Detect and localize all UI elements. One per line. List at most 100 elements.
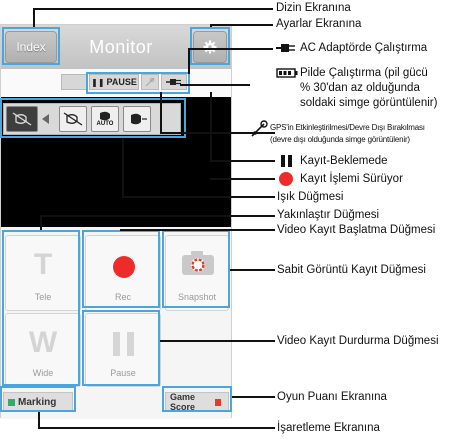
- callout-recording: Kayıt İşlemi Sürüyor: [300, 173, 403, 185]
- leader-line: [120, 229, 275, 231]
- pause-callout-frame: [82, 310, 160, 386]
- leader-line: [120, 230, 122, 231]
- leader-line: [40, 215, 275, 217]
- callout-settings-screen: Ayarlar Ekranına: [276, 18, 362, 30]
- light-auto-icon: [100, 111, 110, 120]
- game-score-callout-frame: [162, 386, 232, 412]
- pause-icon: ❚❚: [91, 77, 105, 87]
- callout-gps-line2: (devre dışı olduğunda simge görüntülenir…: [270, 135, 410, 144]
- recording-status-indicator: ❚❚ PAUSE: [89, 74, 139, 90]
- gps-indicator: [141, 74, 159, 90]
- pause-status-label: PAUSE: [106, 77, 137, 87]
- game-score-button[interactable]: Game Score: [165, 392, 229, 412]
- camera-icon: [182, 251, 214, 275]
- light-on-icon: [131, 113, 147, 125]
- title-bar: Index Monitor: [1, 25, 231, 69]
- leader-line: [232, 396, 275, 398]
- status-spacer: [61, 74, 87, 90]
- pause-button[interactable]: Pause: [85, 313, 161, 387]
- index-button-label: Index: [16, 40, 46, 54]
- callout-marking-screen: İşaretleme Ekranına: [277, 422, 380, 434]
- leader-line: [210, 24, 212, 27]
- snapshot-label: Snapshot: [177, 292, 217, 302]
- leader-line: [38, 412, 40, 428]
- marking-color-icon: [8, 398, 15, 406]
- callout-ac-adapter: AC Adaptörde Çalıştırma: [300, 42, 428, 54]
- monitor-screen: Index Monitor ❚❚ PAUSE: [0, 24, 232, 419]
- callout-rec-standby: Kayıt-Beklemede: [300, 155, 388, 167]
- record-button[interactable]: Rec: [85, 235, 161, 311]
- light-on-option[interactable]: [123, 106, 151, 132]
- page-title: Monitor: [89, 37, 153, 57]
- battery-icon: [276, 68, 298, 78]
- zoom-callout-frame: [2, 230, 80, 386]
- wide-label: Wide: [32, 368, 54, 378]
- control-panel: T Tele W Wide Rec Pause Snapshot: [1, 227, 231, 389]
- light-off-option[interactable]: [59, 106, 87, 132]
- leader-line: [160, 132, 275, 134]
- callout-video-stop: Video Kayıt Durdurma Düğmesi: [277, 335, 439, 347]
- callout-battery-line2: % 30'dan az olduğunda: [300, 82, 420, 94]
- bottom-bar: Marking Game Score: [1, 389, 231, 419]
- callout-index-screen: Dizin Ekranına: [276, 2, 351, 14]
- rec-label: Rec: [114, 292, 131, 302]
- callout-game-score-screen: Oyun Puanı Ekranına: [277, 391, 387, 403]
- ac-adapter-icon: [166, 79, 181, 85]
- ac-adapter-icon: [276, 44, 295, 52]
- marking-callout-frame: [0, 386, 76, 412]
- settings-button[interactable]: [193, 31, 227, 63]
- leader-line: [180, 84, 250, 86]
- leader-line: [122, 196, 275, 198]
- index-button[interactable]: Index: [5, 31, 57, 63]
- record-icon: [279, 172, 293, 186]
- index-callout-frame: [2, 27, 60, 65]
- leader-line: [210, 160, 275, 162]
- leader-line: [210, 178, 275, 180]
- gear-icon: [203, 40, 217, 54]
- settings-callout-frame: [190, 27, 230, 65]
- pause-icon: [281, 155, 293, 167]
- leader-line: [122, 138, 124, 196]
- leader-line: [210, 24, 273, 26]
- gps-icon: [251, 120, 268, 137]
- gps-disabled-icon: [145, 77, 155, 87]
- light-menu-pointer: [42, 114, 49, 124]
- record-icon: [113, 256, 135, 278]
- light-toggle-button[interactable]: [6, 106, 38, 132]
- callout-video-start: Video Kayıt Başlatma Düğmesi: [277, 224, 436, 236]
- callout-battery-line1: Pilde Çalıştırma (pil gücü: [300, 67, 428, 79]
- callout-gps-line1: GPS'in Etkinleştirilmesi/Devre Dışı Bıra…: [270, 123, 425, 132]
- camera-preview: AUTO: [1, 97, 231, 227]
- snapshot-button[interactable]: Snapshot: [165, 235, 229, 311]
- pause-label: Pause: [110, 368, 136, 378]
- light-off-icon: [12, 112, 32, 126]
- zoom-wide-button[interactable]: W Wide: [5, 313, 81, 387]
- callout-zoom-button: Yakınlaştır Düğmesi: [277, 209, 380, 221]
- callout-battery-line3: soldaki simge görüntülenir): [300, 97, 438, 109]
- leader-line: [33, 8, 35, 27]
- light-callout-frame: [0, 98, 186, 138]
- wide-glyph: W: [28, 326, 58, 359]
- leader-line: [33, 8, 273, 10]
- light-auto-option[interactable]: AUTO: [91, 106, 119, 132]
- marking-label: Marking: [18, 396, 57, 408]
- zoom-tele-button[interactable]: T Tele: [5, 235, 81, 311]
- leader-line: [160, 92, 162, 132]
- power-indicator: [161, 74, 187, 90]
- auto-label: AUTO: [96, 120, 114, 127]
- game-score-label: Game Score: [170, 392, 196, 412]
- light-off-icon: [63, 112, 83, 126]
- leader-line: [188, 48, 190, 74]
- leader-line: [160, 340, 275, 342]
- leader-line: [38, 427, 275, 429]
- leader-line: [230, 269, 275, 271]
- light-options-bar: AUTO: [3, 103, 181, 135]
- tele-label: Tele: [34, 292, 52, 302]
- record-callout-frame: [82, 230, 160, 308]
- status-callout-frame: [86, 72, 190, 94]
- callout-still-record: Sabit Görüntü Kayıt Düğmesi: [277, 264, 426, 276]
- callout-light-button: Işık Düğmesi: [277, 191, 344, 203]
- pause-icon: [113, 332, 135, 356]
- leader-line: [210, 92, 212, 160]
- snapshot-callout-frame: [162, 230, 230, 308]
